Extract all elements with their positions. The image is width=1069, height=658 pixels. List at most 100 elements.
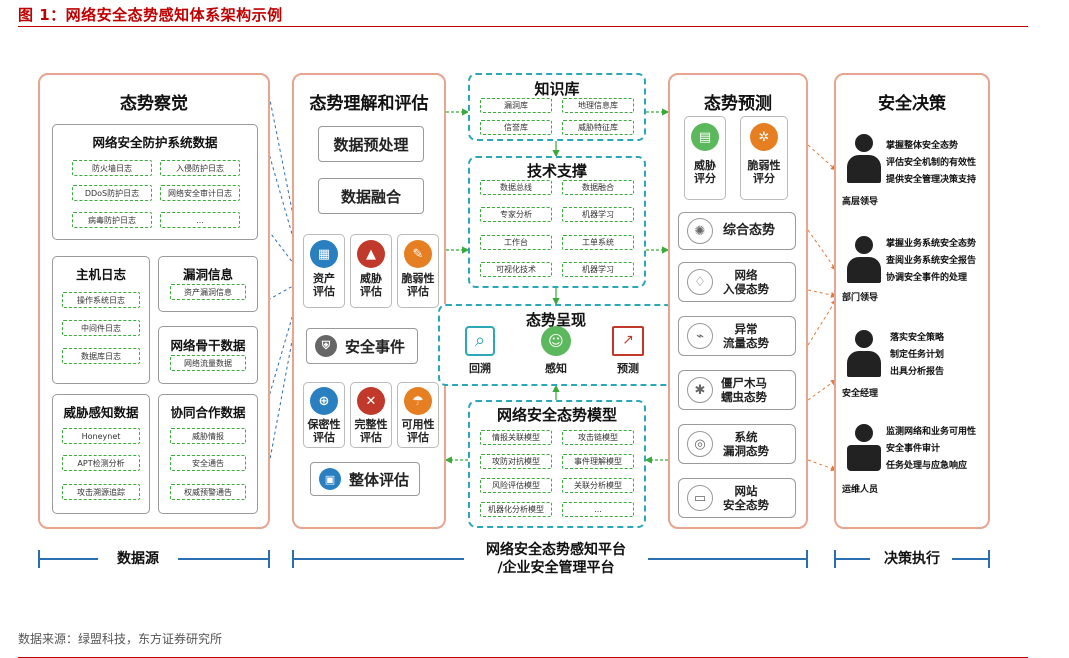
- tech-chip: 工作台: [480, 235, 552, 250]
- traffic-icon: ⌁: [687, 323, 713, 349]
- situation-label: 网络 入侵态势: [723, 268, 769, 296]
- asset-eval-label: 资产 评估: [313, 272, 335, 298]
- duty-line: 制定任务计划: [890, 350, 945, 360]
- footer-line: [836, 558, 870, 560]
- flow-arrow: [807, 144, 837, 171]
- footer-line: [178, 558, 268, 560]
- preprocess-step: 数据预处理: [318, 126, 424, 162]
- wrench-icon: ✎: [404, 240, 432, 268]
- data-chip: 中间件日志: [62, 320, 140, 336]
- overall-icon: ▣: [319, 468, 341, 490]
- vuln-title: 漏洞信息: [182, 267, 233, 282]
- security-manager-avatar: [844, 330, 884, 384]
- footer-tick: [38, 550, 40, 568]
- ops-staff-avatar: [844, 424, 884, 478]
- integrity-card: ✕ 完整性 评估: [350, 382, 392, 448]
- kb-chip: 地理信息库: [562, 98, 634, 113]
- flow-arrow: [267, 289, 302, 401]
- vuln-score-label: 脆弱性 评分: [747, 159, 781, 185]
- threat-eval-card: ▲ 威胁 评估: [350, 234, 392, 308]
- duty-line: 落实安全策略: [890, 333, 945, 343]
- overall-eval-label: 整体评估: [349, 470, 410, 489]
- figure-title: 图 1：网络安全态势感知体系架构示例: [18, 6, 283, 24]
- footer-tick: [834, 550, 836, 568]
- data-chip: 操作系统日志: [62, 292, 140, 308]
- model-title: 网络安全态势模型: [496, 406, 617, 424]
- situation-label: 僵尸木马 蠕虫态势: [721, 376, 767, 404]
- flow-arrow: [807, 379, 837, 401]
- situation-botnet: ✱ 僵尸木马 蠕虫态势: [678, 370, 796, 410]
- laptop-icon: [847, 445, 881, 471]
- situation-label: 网站 安全态势: [723, 484, 769, 512]
- duty-line: 出具分析报告: [890, 367, 945, 377]
- data-chip: Honeynet: [62, 428, 140, 444]
- shield-icon: ⛨: [315, 335, 337, 357]
- threat-score-label: 威胁 评分: [694, 159, 716, 185]
- predict-item: ↗ 预测: [608, 326, 648, 376]
- tech-chip: 专家分析: [480, 207, 552, 222]
- situation-label: 异常 流量态势: [723, 322, 769, 350]
- flow-arrow: [807, 459, 837, 472]
- model-chip: 情报关联模型: [480, 430, 552, 445]
- data-chip: APT检测分析: [62, 455, 140, 471]
- role-duties: 落实安全策略 制定任务计划 出具分析报告: [890, 330, 944, 381]
- data-chip: 数据库日志: [62, 348, 140, 364]
- role-name: 运维人员: [842, 485, 879, 495]
- threat-title: 威胁感知数据: [63, 405, 139, 420]
- duty-line: 协调安全事件的处理: [886, 273, 968, 283]
- col1-title: 态势察觉: [120, 94, 188, 114]
- gear-icon: ✲: [750, 123, 778, 151]
- kb-chip: 威胁特征库: [562, 120, 634, 135]
- coop-title: 协同合作数据: [170, 405, 246, 420]
- duty-line: 提供安全管理决策支持: [886, 175, 977, 185]
- overall-eval-step: ▣ 整体评估: [310, 462, 420, 496]
- chart-board-icon: ↗: [612, 326, 644, 356]
- title-rule: [18, 26, 1028, 27]
- person-head-icon: [855, 330, 873, 348]
- footer-data-source: 数据源: [117, 551, 159, 567]
- flow-arrow: [807, 229, 837, 271]
- duty-line: 评估安全机制的有效性: [886, 158, 977, 168]
- vuln-eval-card: ✎ 脆弱性 评估: [397, 234, 439, 308]
- role-duties: 掌握整体安全态势 评估安全机制的有效性 提供安全管理决策支持: [886, 138, 976, 189]
- confidentiality-label: 保密性 评估: [307, 418, 341, 444]
- retrospect-label: 回溯: [469, 362, 491, 375]
- data-chip: 攻击溯源追踪: [62, 484, 140, 500]
- integrity-icon: ✕: [357, 387, 385, 415]
- footer-tick: [806, 550, 808, 568]
- flow-arrow: [807, 299, 837, 346]
- person-body-icon: [847, 155, 881, 183]
- radar-icon: ◎: [687, 431, 713, 457]
- role-duties: 监测网络和业务可用性 安全事件审计 任务处理与应急响应: [886, 424, 976, 475]
- footer-line: [648, 558, 806, 560]
- footer-line: [294, 558, 464, 560]
- bug-icon: ✱: [687, 377, 713, 403]
- umbrella-icon: ☂: [404, 387, 432, 415]
- bell-icon: ♢: [687, 269, 713, 295]
- lock-icon: ⊕: [310, 387, 338, 415]
- model-chip: 事件理解模型: [562, 454, 634, 469]
- situation-traffic: ⌁ 异常 流量态势: [678, 316, 796, 356]
- situation-label: 系统 漏洞态势: [723, 430, 769, 458]
- footer-tick: [268, 550, 270, 568]
- netsec-title: 网络安全防护系统数据: [92, 135, 218, 150]
- asset-eval-card: ▦ 资产 评估: [303, 234, 345, 308]
- source-note: 数据来源：绿盟科技，东方证券研究所: [18, 632, 223, 646]
- data-chip: 网络安全审计日志: [160, 185, 240, 201]
- vuln-eval-label: 脆弱性 评估: [401, 272, 435, 298]
- footer-decision: 决策执行: [884, 551, 940, 567]
- model-chip: 机器化分析模型: [480, 502, 552, 517]
- kb-chip: 漏洞库: [480, 98, 552, 113]
- knowledge-title: 知识库: [534, 80, 580, 98]
- overall-situation-icon: ✺: [687, 218, 713, 244]
- situation-vuln: ◎ 系统 漏洞态势: [678, 424, 796, 464]
- model-chip: 关联分析模型: [562, 478, 634, 493]
- col4-title: 安全决策: [878, 94, 946, 114]
- security-event-label: 安全事件: [345, 337, 406, 356]
- data-chip: DDoS防护日志: [72, 185, 152, 201]
- retrospect-item: ⌕ 回溯: [460, 326, 500, 376]
- duty-line: 掌握业务系统安全态势: [886, 239, 977, 249]
- vuln-score-card: ✲ 脆弱性 评分: [740, 116, 788, 200]
- footer-platform: 网络安全态势感知平台 /企业安全管理平台: [486, 542, 626, 576]
- footer-tick: [292, 550, 294, 568]
